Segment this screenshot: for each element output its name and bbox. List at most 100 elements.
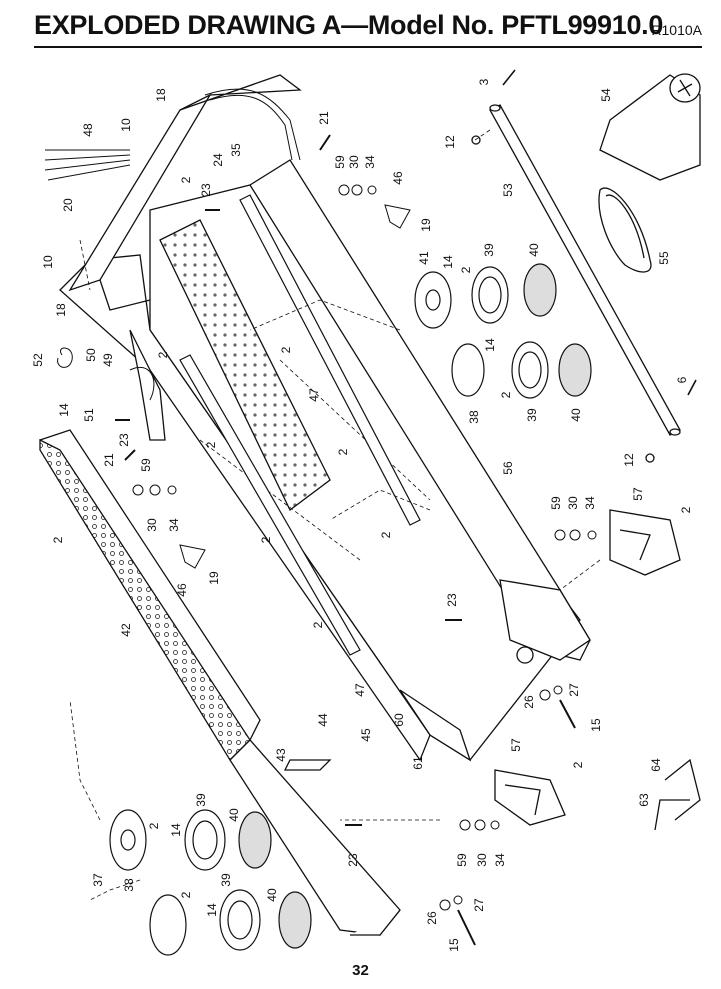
rear-cap-60 (399, 689, 472, 762)
part-callout: 23 (199, 183, 213, 197)
part-callout: 34 (583, 496, 597, 510)
bolt-3 (502, 69, 516, 86)
part-callout: 59 (455, 853, 469, 867)
leveling-legs (654, 758, 701, 831)
part-callout: 2 (311, 621, 325, 628)
part-callout: 64 (649, 758, 663, 772)
part-callout: 39 (194, 793, 208, 807)
bolt-21b (124, 449, 136, 461)
part-callout: 38 (122, 878, 136, 892)
part-callout: 39 (525, 408, 539, 422)
part-callout: 2 (156, 351, 170, 358)
part-callout: 14 (441, 255, 455, 269)
bolt-15a (559, 699, 576, 729)
part-callout: 46 (391, 171, 405, 185)
part-callout: 43 (274, 748, 288, 762)
part-callout: 38 (467, 410, 481, 424)
drawing-code: R1010A (651, 22, 702, 38)
bracket-46b (179, 544, 206, 569)
part-callout: 12 (443, 135, 457, 149)
part-callout: 10 (41, 255, 55, 269)
part-callout: 2 (51, 536, 65, 543)
pulley-38a (451, 343, 485, 397)
part-callout: 2 (179, 176, 193, 183)
part-callout: 30 (145, 518, 159, 532)
pulley-38b (149, 894, 187, 956)
part-callout: 2 (259, 536, 273, 543)
part-callout: 3 (477, 78, 491, 85)
frame-assembly (59, 74, 591, 762)
part-callout: 23 (117, 433, 131, 447)
part-callout: 26 (425, 911, 439, 925)
part-callout: 2 (459, 266, 473, 273)
part-callout: 2 (571, 761, 585, 768)
pulley-40b (558, 343, 592, 397)
part-callout: 40 (527, 243, 541, 257)
pulley-40d (278, 891, 312, 949)
part-callout: 2 (179, 891, 193, 898)
pulley-54 (599, 74, 701, 181)
part-callout: 21 (317, 111, 331, 125)
part-callout: 54 (599, 88, 613, 102)
part-callout: 40 (265, 888, 279, 902)
leg-63 (654, 799, 690, 831)
part-callout: 2 (379, 531, 393, 538)
page-header: EXPLODED DRAWING A—Model No. PFTL99910.0… (34, 8, 702, 48)
part-callout: 30 (475, 853, 489, 867)
part-callout: 14 (205, 903, 219, 917)
part-callout: 45 (359, 728, 373, 742)
part-callout: 2 (147, 822, 161, 829)
bolt-6 (687, 379, 697, 396)
part-callout: 23 (346, 853, 360, 867)
part-callout: 46 (175, 583, 189, 597)
part-callout: 2 (204, 441, 218, 448)
part-callout: 10 (119, 118, 133, 132)
bolt-21a (319, 134, 331, 151)
part-callout: 15 (589, 718, 603, 732)
part-callout: 40 (227, 808, 241, 822)
part-callout: 2 (499, 391, 513, 398)
decal-43 (283, 759, 332, 771)
deck-perforations (159, 219, 331, 511)
part-callout: 35 (229, 143, 243, 157)
part-callout: 34 (493, 853, 507, 867)
part-callout: 34 (363, 155, 377, 169)
part-callout: 26 (522, 695, 536, 709)
part-callout: 44 (316, 713, 330, 727)
part-callout: 20 (61, 198, 75, 212)
part-callout: 39 (219, 873, 233, 887)
part-callout: 23 (445, 593, 459, 607)
header-rule (34, 46, 702, 48)
part-callout: 57 (631, 487, 645, 501)
part-callout: 27 (472, 898, 486, 912)
part-callout: 2 (679, 506, 693, 513)
part-callout: 24 (211, 153, 225, 167)
rail-upper (239, 194, 421, 526)
belt-55 (598, 187, 652, 273)
part-callout: 2 (279, 346, 293, 353)
pulley-40c (238, 811, 272, 869)
part-callout: 49 (101, 353, 115, 367)
bolt-15b (457, 909, 476, 946)
part-callout: 63 (637, 793, 651, 807)
part-callout: 14 (57, 403, 71, 417)
leg-64 (664, 758, 701, 821)
part-callout: 37 (91, 873, 105, 887)
rail-lower (179, 354, 361, 656)
part-callout: 40 (569, 408, 583, 422)
part-callout: 14 (169, 823, 183, 837)
part-callout: 19 (419, 218, 433, 232)
part-callout: 19 (207, 571, 221, 585)
part-callout: 55 (657, 251, 671, 265)
cable-ties-48 (44, 149, 131, 181)
rails-47 (179, 194, 421, 656)
part-callout: 52 (31, 353, 45, 367)
part-callout: 53 (501, 183, 515, 197)
rear-pulleys (109, 809, 312, 956)
part-callout: 6 (675, 376, 689, 383)
part-callout: 59 (549, 496, 563, 510)
part-callout: 51 (82, 408, 96, 422)
lower-side-rail (229, 689, 472, 936)
hardware (44, 134, 597, 946)
